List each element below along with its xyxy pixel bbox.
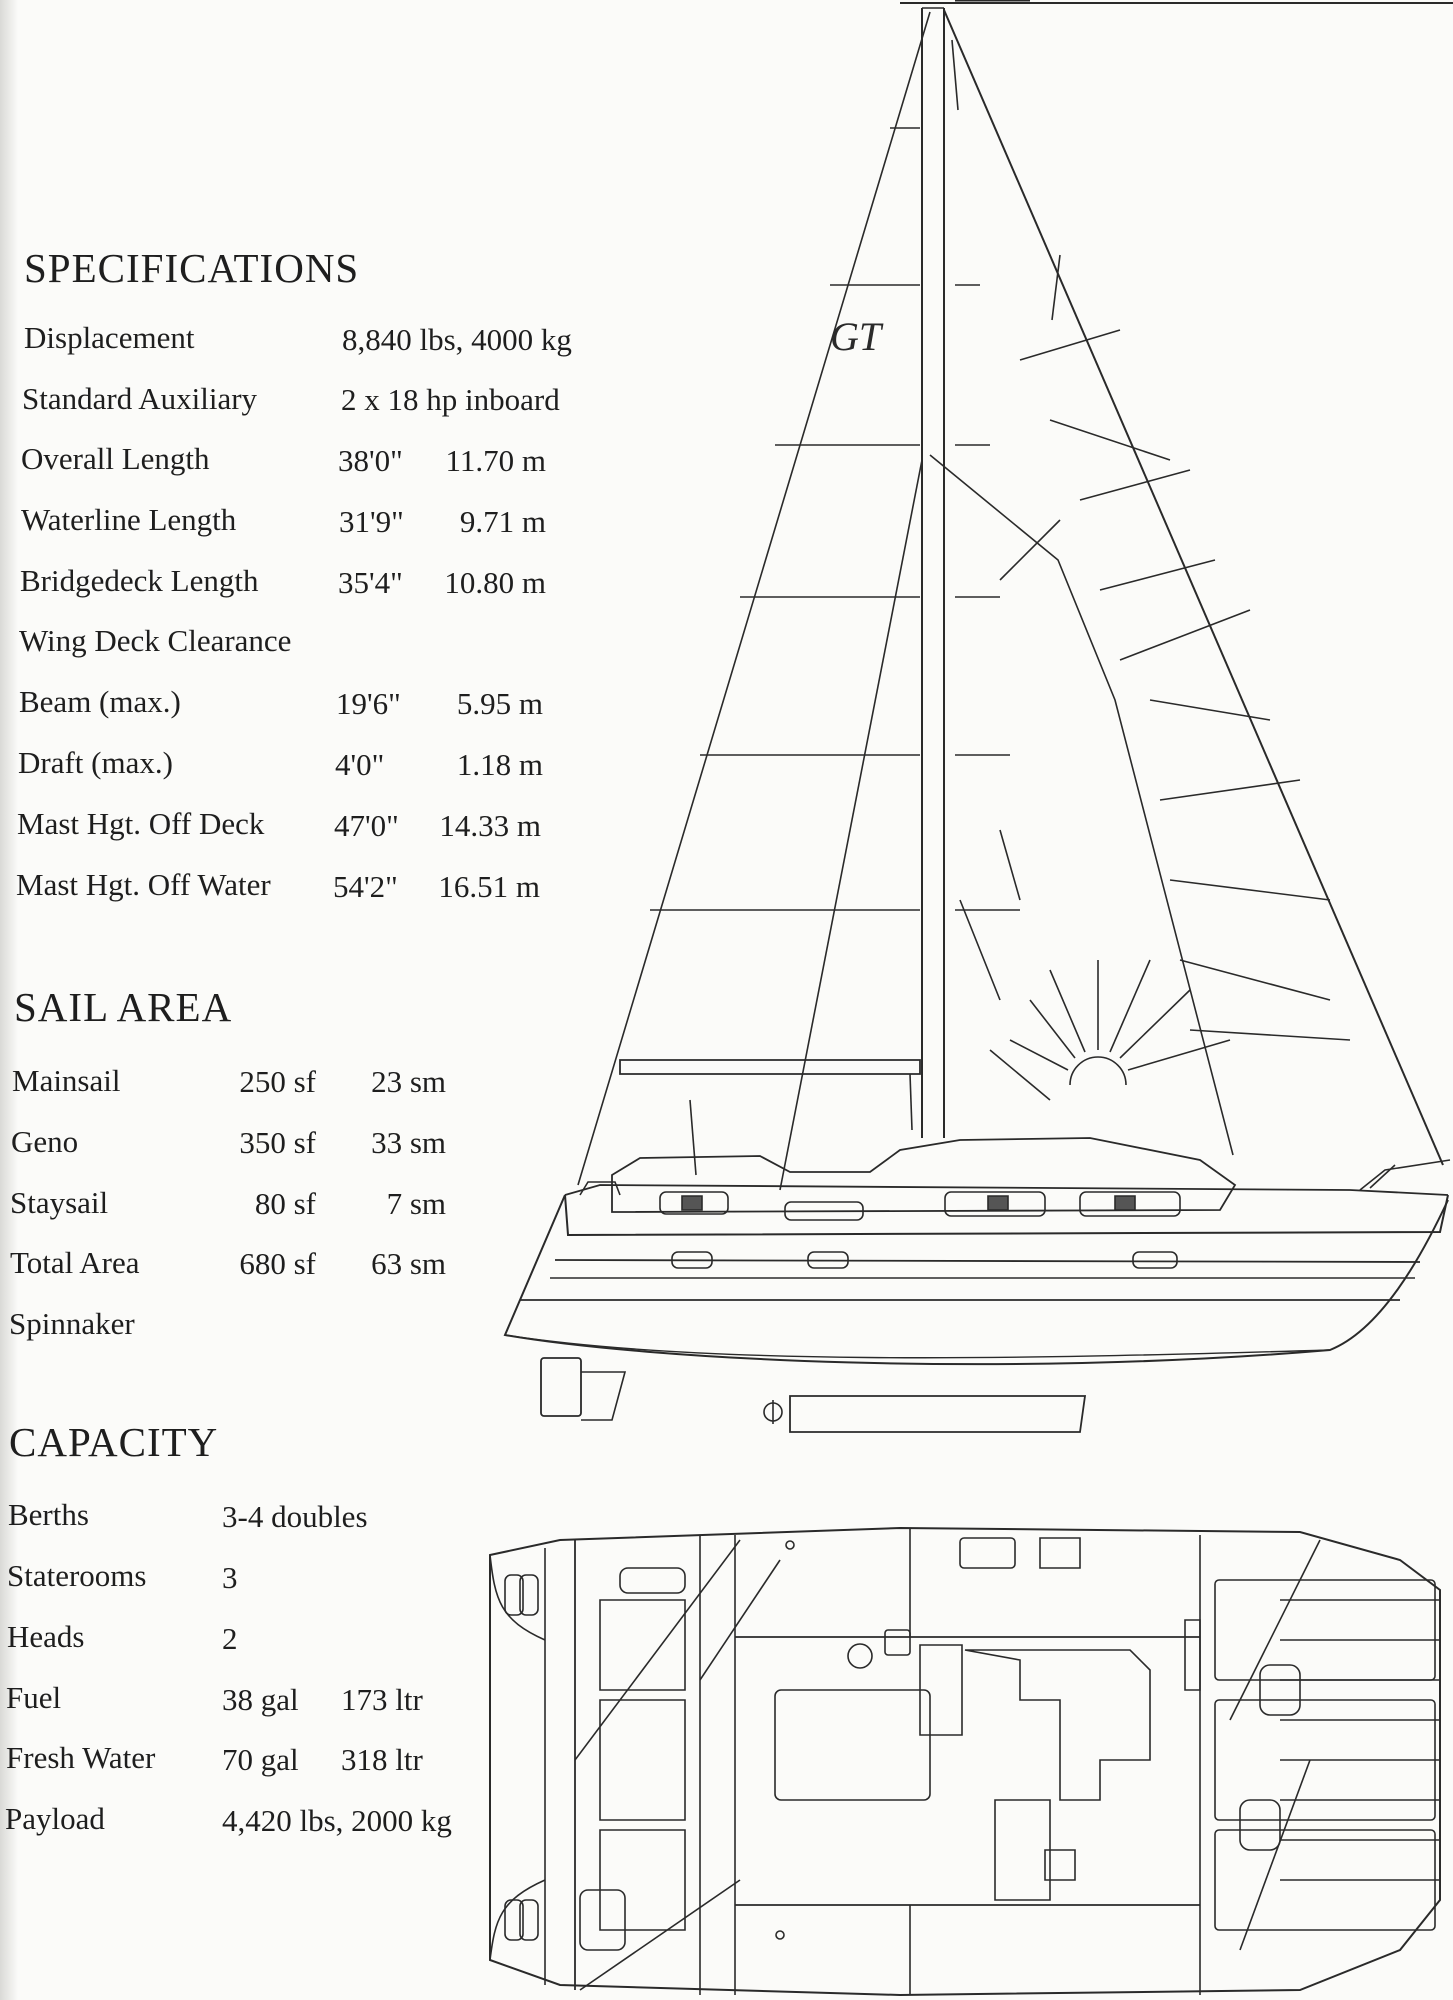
spec-label: Standard Auxiliary [22, 381, 258, 416]
capacity-label: Berths [8, 1497, 89, 1532]
spec-label: Bridgedeck Length [20, 563, 259, 598]
spec-value-imperial: 47'0" [334, 808, 399, 843]
spec-value: 8,840 lbs, 4000 kg [342, 322, 572, 357]
hull [505, 1138, 1450, 1432]
spec-value: 2 x 18 hp inboard [341, 382, 560, 417]
sail-value-imperial: 250 sf [239, 1064, 316, 1099]
capacity-label: Payload [5, 1801, 105, 1836]
sail-value-metric: 63 sm [371, 1246, 446, 1281]
spec-value-imperial: 4'0" [335, 747, 385, 782]
capacity-label: Fuel [6, 1680, 62, 1715]
spec-value-metric: 5.95 m [456, 686, 543, 721]
capacity-label: Heads [7, 1619, 85, 1654]
spec-value-imperial: 38'0" [338, 443, 403, 478]
spec-label: Mast Hgt. Off Deck [17, 806, 265, 841]
sail-logo: GT [830, 314, 884, 359]
spec-value-metric: 11.70 m [445, 443, 546, 478]
sail-area-heading: SAIL AREA [14, 984, 233, 1030]
sail-value-imperial: 350 sf [239, 1125, 316, 1160]
capacity-heading: CAPACITY [9, 1419, 219, 1465]
capacity-value: 2 [222, 1621, 238, 1656]
genoa-sail [578, 10, 1443, 1185]
capacity-value-metric: 173 ltr [341, 1682, 423, 1717]
specifications-heading: SPECIFICATIONS [24, 245, 360, 291]
capacity-value: 3-4 doubles [222, 1499, 368, 1534]
sail-value-imperial: 680 sf [239, 1246, 316, 1281]
sail-value-metric: 23 sm [371, 1064, 446, 1099]
sail-plan-profile: GT [0, 0, 1453, 1460]
spec-label: Waterline Length [21, 502, 237, 537]
spec-value-imperial: 19'6" [336, 686, 401, 721]
spec-value-metric: 10.80 m [444, 565, 546, 600]
sail-label: Total Area [10, 1245, 140, 1280]
capacity-value: 4,420 lbs, 2000 kg [222, 1803, 452, 1838]
spec-label: Overall Length [21, 441, 210, 476]
capacity-label: Fresh Water [6, 1740, 156, 1775]
spec-value-metric: 14.33 m [439, 808, 541, 843]
sail-label: Spinnaker [9, 1306, 135, 1341]
capacity-value-imperial: 38 gal [222, 1682, 299, 1717]
capacity-value-imperial: 70 gal [222, 1742, 299, 1777]
sail-label: Mainsail [12, 1063, 121, 1098]
spec-label: Wing Deck Clearance [19, 623, 292, 658]
spec-label: Mast Hgt. Off Water [16, 867, 271, 902]
sail-value-metric: 7 sm [386, 1186, 446, 1221]
sail-value-metric: 33 sm [371, 1125, 446, 1160]
spec-value-metric: 9.71 m [459, 504, 546, 539]
spec-value-imperial: 35'4" [338, 565, 403, 600]
page-edge-shadow [0, 0, 18, 2000]
mast [922, 8, 958, 1138]
spec-value-metric: 1.18 m [456, 747, 543, 782]
spec-label: Beam (max.) [19, 684, 181, 719]
spec-label: Displacement [24, 320, 195, 355]
spec-value-imperial: 31'9" [339, 504, 404, 539]
mainsail-panels [650, 128, 1020, 1190]
capacity-value: 3 [222, 1560, 238, 1595]
spec-value-metric: 16.51 m [438, 869, 540, 904]
capacity-label: Staterooms [7, 1558, 147, 1593]
spec-value-imperial: 54'2" [333, 869, 398, 904]
spec-label: Draft (max.) [18, 745, 173, 780]
sail-label: Staysail [10, 1185, 109, 1220]
capacity-value-metric: 318 ltr [341, 1742, 423, 1777]
sail-value-imperial: 80 sf [254, 1186, 316, 1221]
sail-label: Geno [11, 1124, 79, 1159]
boom [620, 1060, 920, 1175]
